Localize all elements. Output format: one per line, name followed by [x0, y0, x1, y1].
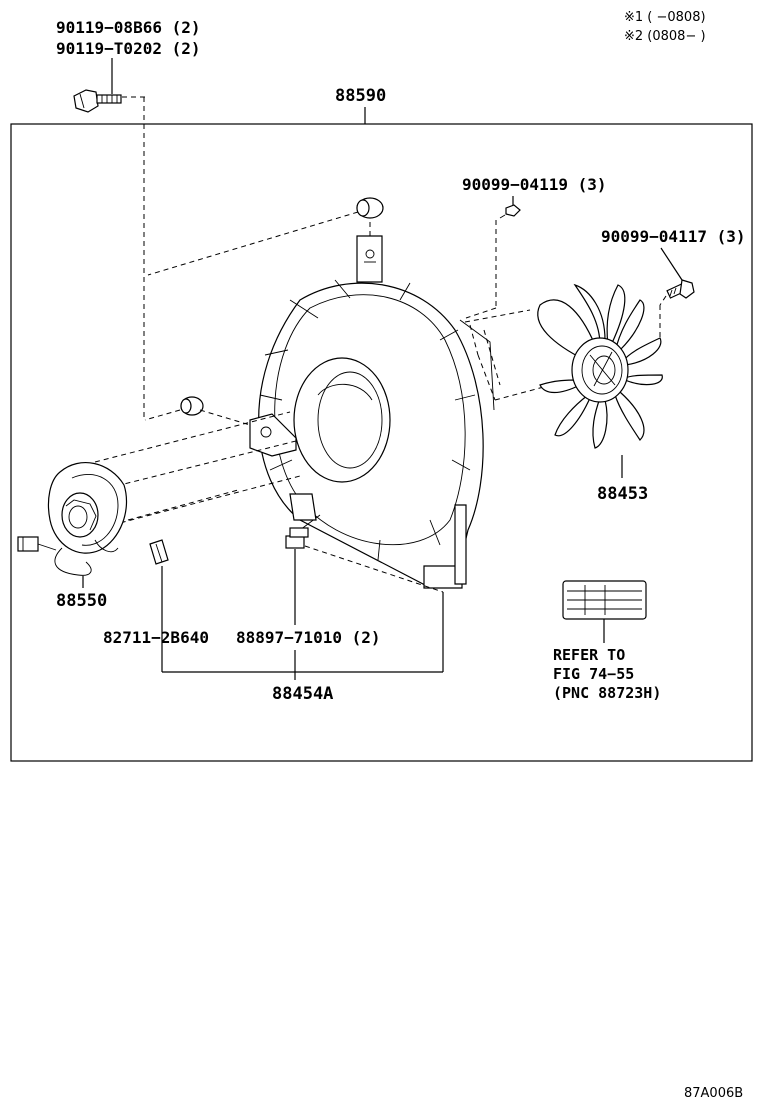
grommet-upper-icon: [356, 197, 384, 219]
part-number-shroud[interactable]: 88590: [335, 86, 386, 106]
part-number-bolt-b[interactable]: 90119−T0202 (2): [56, 39, 201, 58]
part-number-screw-1[interactable]: 90099−04119 (3): [462, 175, 607, 194]
figure-code: 87A006B: [684, 1086, 743, 1101]
refer-line-3: (PNC 88723H): [553, 684, 661, 702]
assembly-frame: [10, 123, 753, 762]
part-number-fan[interactable]: 88453: [597, 484, 648, 504]
screw-2-icon: [666, 279, 695, 299]
grommet-lower-icon: [180, 396, 204, 416]
part-number-clip-1[interactable]: 82711−2B640: [103, 628, 209, 647]
part-number-motor[interactable]: 88550: [56, 591, 107, 611]
note-2: ※2 (0808− ): [624, 29, 706, 44]
part-number-assembly[interactable]: 88454A: [272, 684, 333, 704]
part-number-bolt-a[interactable]: 90119−08B66 (2): [56, 18, 201, 37]
fan-blade-icon: [537, 283, 663, 449]
bolt-icon: [73, 89, 122, 113]
leader-screw-2: [660, 247, 683, 281]
screw-1-icon: [499, 204, 521, 219]
refer-line-1: REFER TO: [553, 646, 625, 664]
part-number-screw-2[interactable]: 90099−04117 (3): [601, 227, 746, 246]
clip-1-icon: [149, 539, 169, 565]
part-number-clip-2[interactable]: 88897−71010 (2): [236, 628, 381, 647]
refer-line-2: FIG 74−55: [553, 665, 634, 683]
label-plate-icon: [562, 580, 647, 620]
fan-motor-icon: [17, 462, 128, 576]
clip-2-icon: [285, 527, 309, 549]
fan-shroud-icon: [249, 235, 495, 589]
note-1: ※1 ( −0808): [624, 10, 706, 25]
